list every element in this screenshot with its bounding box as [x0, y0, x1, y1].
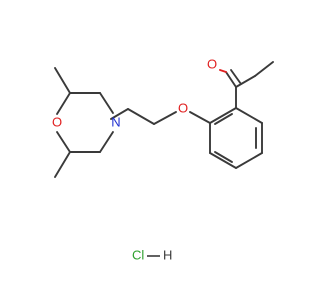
methyl-bottom [54, 151, 71, 178]
ring-bond-4 [209, 152, 237, 169]
ring-bond-6 [209, 107, 237, 124]
bond-ether-o-to-ch2 [153, 111, 177, 125]
ring-bond-1 [235, 107, 263, 124]
bond-ch2-to-ch2 [127, 108, 155, 125]
bond-carbonyl-c-segment [225, 71, 237, 88]
morpholine-oxygen-label: O [52, 114, 62, 129]
morph-bond-c6-n [99, 131, 114, 153]
ketone-oxygen-label: O [207, 56, 217, 71]
benzene-ring [209, 107, 263, 169]
morph-bond-n-c2 [99, 92, 114, 114]
bond-ch2-to-ch3 [254, 61, 274, 77]
chloride-label: Cl [132, 247, 144, 262]
ether-linker [110, 108, 211, 125]
nitrogen-label: N [111, 114, 120, 129]
ring-double-bond-b [214, 151, 233, 163]
propanoyl-group [219, 61, 274, 109]
structure-canvas: O O N O Cl H [52, 56, 274, 262]
morph-bond-c3-o [56, 92, 71, 115]
bond-carbonyl-o-segment [219, 69, 227, 73]
molecule-drawing: O O N O Cl H [52, 56, 274, 262]
morph-bond-o-c5 [56, 131, 71, 153]
ring-bond-3 [235, 152, 263, 169]
morpholine-ring [54, 67, 114, 178]
ether-oxygen-label: O [178, 100, 188, 115]
bond-carbonyl-c-segment-2 [230, 69, 242, 85]
ring-double-bond-c [214, 113, 233, 125]
bond-carbonyl-to-ch2 [235, 75, 256, 88]
hydrogen-label: H [163, 247, 172, 262]
methyl-top [54, 67, 71, 94]
bond-ch2-to-n [110, 108, 129, 120]
bond-ring-to-ether-o [189, 111, 211, 124]
hydrochloride-salt: Cl H [132, 247, 172, 262]
